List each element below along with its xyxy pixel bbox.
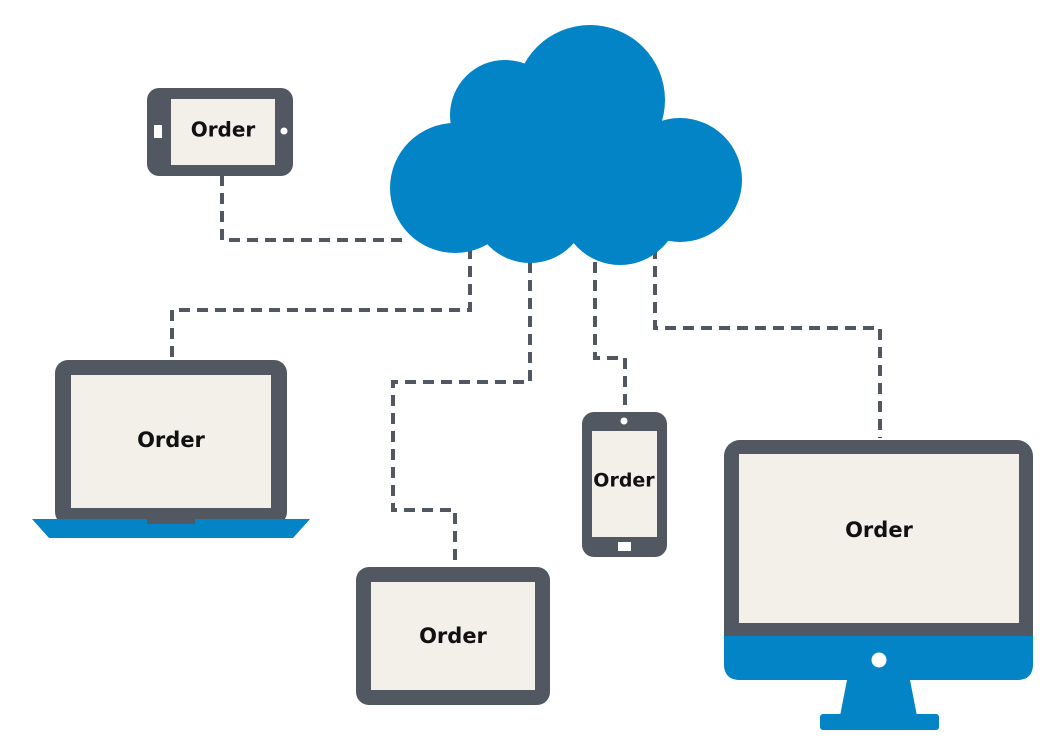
desktop-stand <box>840 680 917 716</box>
tablet-device: Order <box>356 567 550 705</box>
smartphone-label: Order <box>593 470 655 492</box>
desktop-screen <box>739 454 1019 623</box>
desktop-stand-base <box>820 714 939 730</box>
tablet-screen <box>371 582 535 690</box>
smartphone-camera <box>620 417 628 425</box>
laptop-label: Order <box>137 428 205 452</box>
desktop-device: Order <box>724 440 1033 730</box>
phone-landscape-camera <box>280 127 288 135</box>
connectors <box>170 175 882 568</box>
phone-landscape-screen <box>171 99 275 165</box>
smartphone-home-button <box>618 542 631 551</box>
smartphone-device: Order <box>582 412 667 557</box>
connector-phone-portrait <box>593 262 627 412</box>
laptop-screen <box>71 375 271 508</box>
phone-landscape-label: Order <box>191 118 256 142</box>
connector-desktop <box>653 248 882 438</box>
desktop-power-dot <box>871 652 887 668</box>
connector-laptop <box>170 248 472 360</box>
connector-phone-landscape <box>220 175 405 242</box>
laptop-device: Order <box>32 360 310 538</box>
smartphone-screen <box>592 431 657 537</box>
cloud-icon <box>390 25 742 265</box>
phone-landscape-device: Order <box>147 88 293 176</box>
laptop-base <box>32 519 310 538</box>
connector-tablet <box>391 262 532 568</box>
tablet-label: Order <box>419 624 487 648</box>
desktop-label: Order <box>845 518 913 542</box>
laptop-notch <box>147 519 195 524</box>
phone-landscape-button <box>154 125 162 138</box>
